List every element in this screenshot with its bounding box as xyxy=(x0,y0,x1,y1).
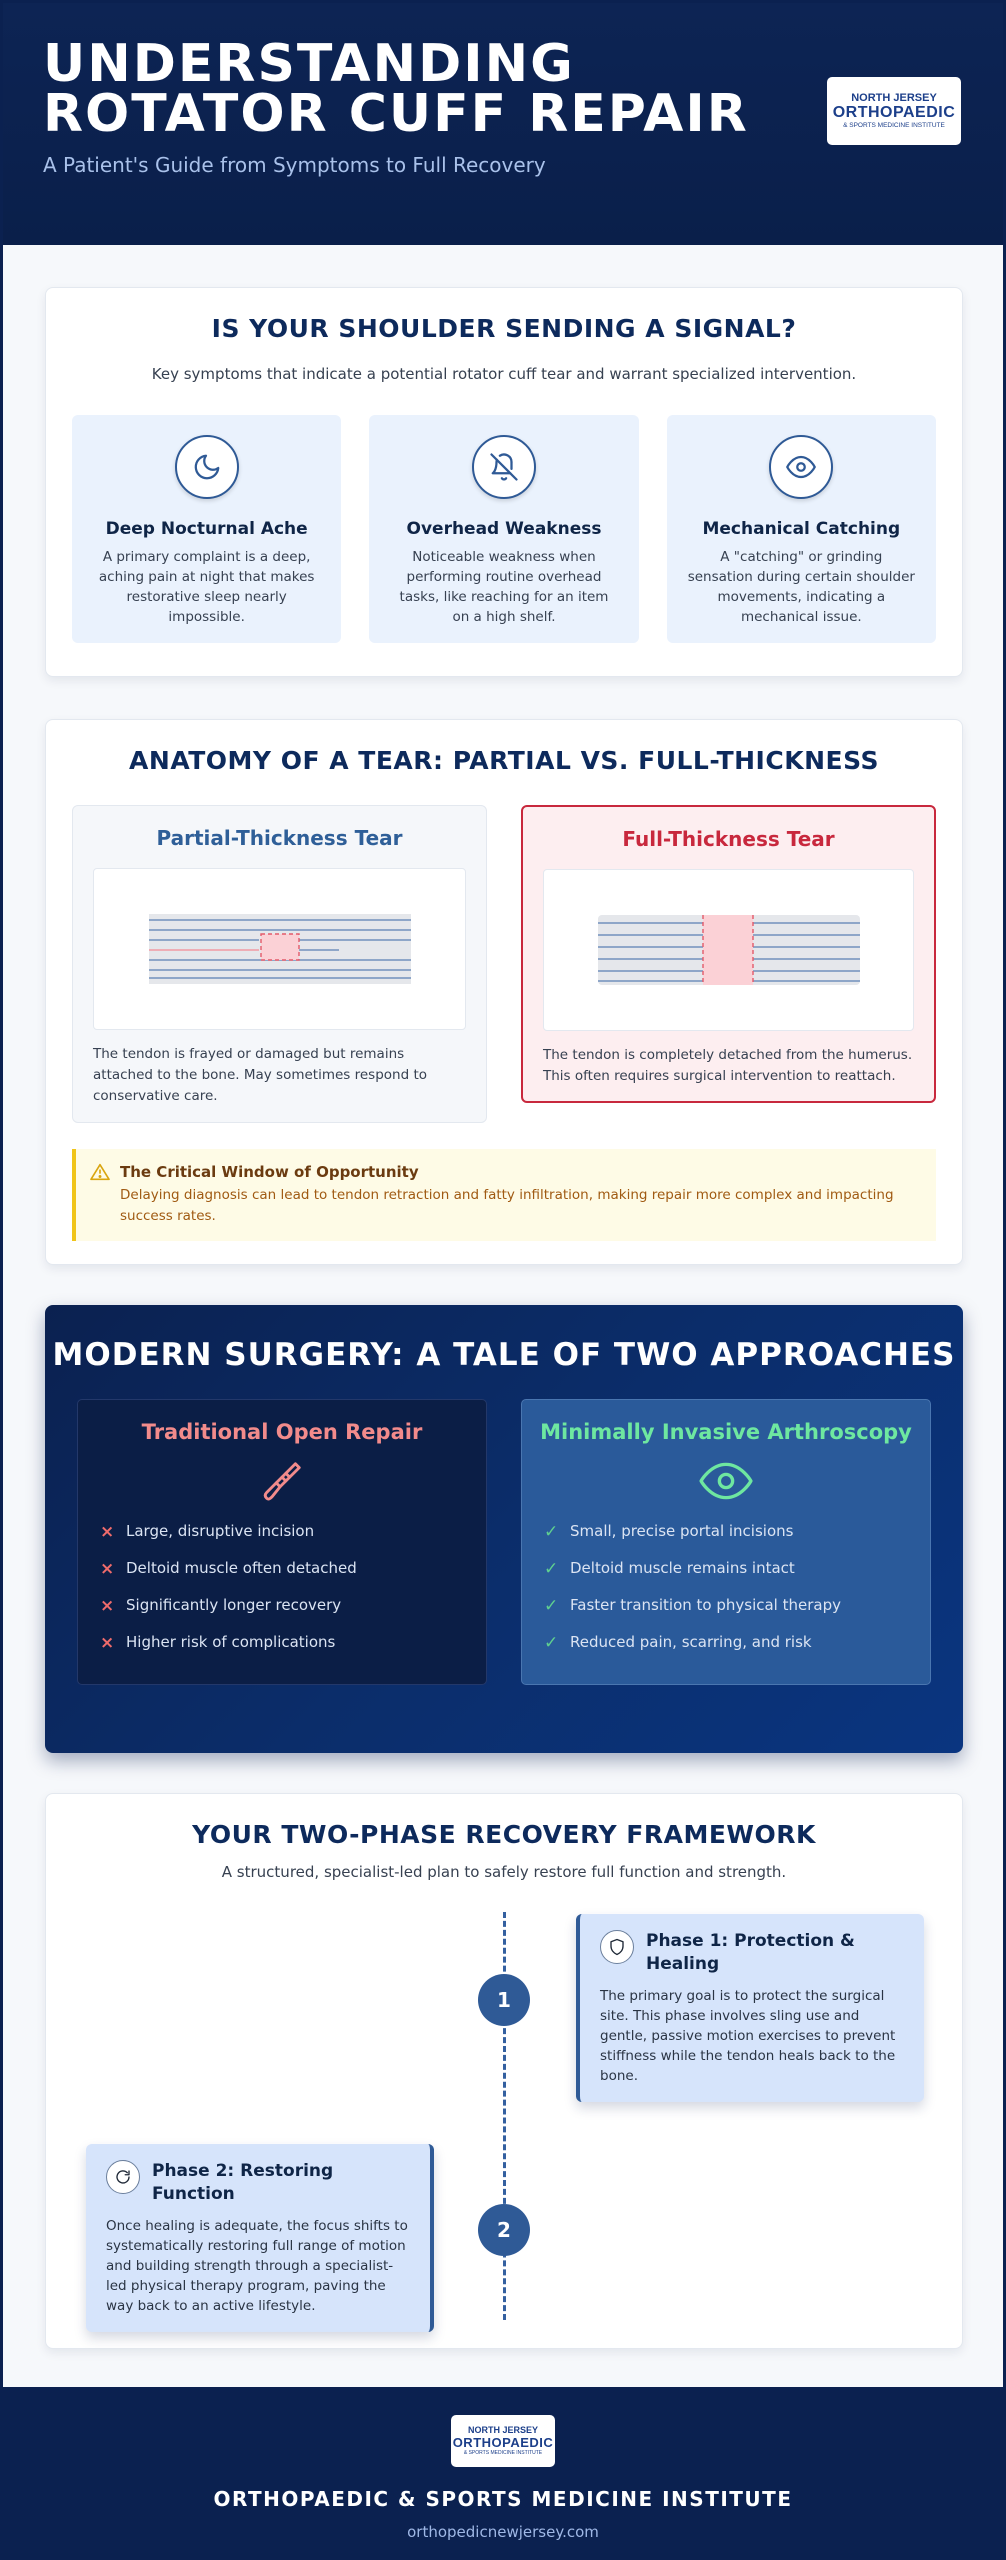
recovery-description: A structured, specialist-led plan to saf… xyxy=(221,1863,787,1881)
refresh-icon xyxy=(106,2160,140,2194)
page-subtitle: A Patient's Guide from Symptoms to Full … xyxy=(43,153,546,177)
symptom-title: Overhead Weakness xyxy=(406,519,602,539)
list-item: ✓Faster transition to physical therapy xyxy=(544,1596,841,1616)
list-item: ✓Small, precise portal incisions xyxy=(544,1522,794,1542)
logo-line-2: ORTHOPAEDIC xyxy=(832,103,956,121)
footer: NORTH JERSEY ORTHOPAEDIC & SPORTS MEDICI… xyxy=(3,2387,1003,2557)
list-item: ×Significantly longer recovery xyxy=(100,1596,342,1616)
partial-tear-diagram xyxy=(93,868,466,1030)
cross-icon: × xyxy=(100,1559,115,1579)
partial-tear-card: Partial-Thickness Tear xyxy=(72,805,487,1123)
anatomy-title: ANATOMY OF A TEAR: PARTIAL VS. FULL-THIC… xyxy=(129,746,879,775)
list-item: ×Deltoid muscle often detached xyxy=(100,1559,357,1579)
phase-2-card: Phase 2: Restoring Function Once healing… xyxy=(86,2144,434,2332)
footer-logo: NORTH JERSEY ORTHOPAEDIC & SPORTS MEDICI… xyxy=(451,2415,555,2467)
cross-icon: × xyxy=(100,1522,115,1542)
logo-line-2: ORTHOPAEDIC xyxy=(452,2435,554,2450)
symptoms-title: IS YOUR SHOULDER SENDING A SIGNAL? xyxy=(211,314,797,343)
alert-title: The Critical Window of Opportunity xyxy=(120,1163,419,1181)
moon-icon xyxy=(174,435,239,499)
phase-1-title: Phase 1: Protection & Healing xyxy=(646,1931,855,1974)
partial-tear-title: Partial-Thickness Tear xyxy=(156,826,403,850)
shield-icon xyxy=(600,1930,634,1964)
full-tear-title: Full-Thickness Tear xyxy=(622,827,835,851)
full-tear-text: The tendon is completely detached from t… xyxy=(543,1047,913,1084)
surgery-section: MODERN SURGERY: A TALE OF TWO APPROACHES… xyxy=(45,1305,963,1753)
symptom-card: Mechanical Catching A "catching" or grin… xyxy=(666,415,936,643)
symptoms-description: Key symptoms that indicate a potential r… xyxy=(151,365,857,383)
check-icon: ✓ xyxy=(544,1559,559,1579)
bell-off-icon xyxy=(471,435,536,499)
phase-2-text: Once healing is adequate, the focus shif… xyxy=(106,2218,408,2314)
phase-1-number: 1 xyxy=(478,1974,530,2026)
scalpel-icon xyxy=(78,1458,486,1504)
symptom-text: Noticeable weakness when performing rout… xyxy=(399,549,609,625)
symptoms-section: IS YOUR SHOULDER SENDING A SIGNAL? Key s… xyxy=(45,287,963,677)
warning-icon xyxy=(90,1163,110,1185)
header: UNDERSTANDING ROTATOR CUFF REPAIR A Pati… xyxy=(3,3,1003,245)
anatomy-section: ANATOMY OF A TEAR: PARTIAL VS. FULL-THIC… xyxy=(45,719,963,1265)
timeline-line xyxy=(503,1912,506,2320)
check-icon: ✓ xyxy=(544,1633,559,1653)
check-icon: ✓ xyxy=(544,1522,559,1542)
traditional-repair-card: Traditional Open Repair ×Large, disrupti… xyxy=(77,1399,487,1685)
list-item: ×Large, disruptive incision xyxy=(100,1522,315,1542)
check-icon: ✓ xyxy=(544,1596,559,1616)
phase-1-card: Phase 1: Protection & Healing The primar… xyxy=(576,1914,924,2102)
symptom-card: Overhead Weakness Noticeable weakness wh… xyxy=(369,415,639,643)
logo-line-3: & SPORTS MEDICINE INSTITUTE xyxy=(463,2450,543,2456)
eye-icon xyxy=(769,435,834,499)
page-title: UNDERSTANDING ROTATOR CUFF REPAIR xyxy=(43,34,749,144)
cross-icon: × xyxy=(100,1633,115,1653)
symptom-title: Mechanical Catching xyxy=(702,519,901,539)
phase-1-text: The primary goal is to protect the surgi… xyxy=(600,1988,896,2084)
critical-window-alert: The Critical Window of Opportunity Delay… xyxy=(72,1149,936,1241)
partial-tear-text: The tendon is frayed or damaged but rema… xyxy=(93,1046,428,1104)
symptom-text: A "catching" or grinding sensation durin… xyxy=(687,549,915,625)
phase-2-title: Phase 2: Restoring Function xyxy=(152,2161,334,2204)
list-item: ✓Reduced pain, scarring, and risk xyxy=(544,1633,812,1653)
arthroscopy-title: Minimally Invasive Arthroscopy xyxy=(540,1420,912,1444)
logo-line-3: & SPORTS MEDICINE INSTITUTE xyxy=(843,121,945,129)
surgery-title: MODERN SURGERY: A TALE OF TWO APPROACHES xyxy=(52,1337,956,1373)
phase-2-number: 2 xyxy=(478,2204,530,2256)
logo-line-1: NORTH JERSEY xyxy=(851,91,937,104)
traditional-title: Traditional Open Repair xyxy=(141,1420,423,1444)
symptom-card: Deep Nocturnal Ache A primary complaint … xyxy=(72,415,342,643)
institute-logo: NORTH JERSEY ORTHOPAEDIC & SPORTS MEDICI… xyxy=(827,77,961,145)
list-item: ✓Deltoid muscle remains intact xyxy=(544,1559,795,1579)
eye-icon xyxy=(522,1458,930,1504)
footer-institute-name: ORTHOPAEDIC & SPORTS MEDICINE INSTITUTE xyxy=(213,2487,793,2511)
list-item: ×Higher risk of complications xyxy=(100,1633,336,1653)
footer-website-link[interactable]: orthopedicnewjersey.com xyxy=(407,2523,599,2541)
recovery-title: YOUR TWO-PHASE RECOVERY FRAMEWORK xyxy=(192,1820,816,1849)
arthroscopy-card: Minimally Invasive Arthroscopy ✓Small, p… xyxy=(521,1399,931,1685)
symptom-title: Deep Nocturnal Ache xyxy=(105,519,308,539)
recovery-section: YOUR TWO-PHASE RECOVERY FRAMEWORK A stru… xyxy=(45,1793,963,2349)
logo-line-1: NORTH JERSEY xyxy=(467,2425,538,2435)
alert-text: Delaying diagnosis can lead to tendon re… xyxy=(120,1187,894,1224)
cross-icon: × xyxy=(100,1596,115,1616)
symptom-text: A primary complaint is a deep, aching pa… xyxy=(98,549,315,625)
full-tear-diagram xyxy=(543,869,914,1031)
full-tear-card: Full-Thickness Tear xyxy=(521,805,936,1103)
